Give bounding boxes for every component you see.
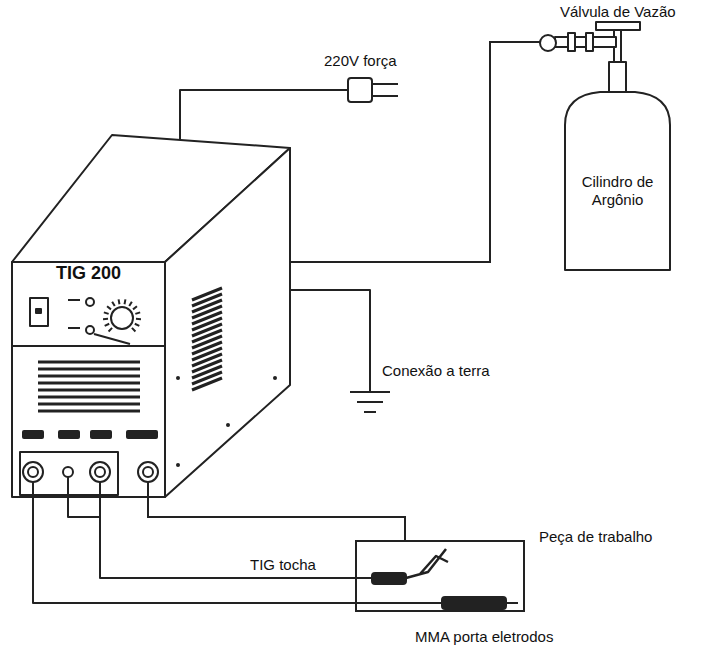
ground-symbol — [350, 392, 390, 412]
workpiece-box: Peça de trabalho — [355, 540, 525, 612]
welding-machine: TIG 200 — [12, 133, 290, 497]
vent-slot — [192, 342, 222, 354]
vent-slot — [192, 318, 222, 330]
holder-label: MMA porta eletrodos — [415, 628, 553, 646]
knob-tick — [109, 328, 113, 332]
socket — [23, 462, 43, 482]
plug-prongs — [372, 84, 398, 96]
knob-ticks — [103, 299, 141, 331]
ground-cable — [148, 497, 405, 540]
mma-electrode — [506, 602, 518, 604]
panel-divider — [12, 345, 165, 347]
torch-label: TIG tocha — [250, 556, 316, 574]
vent-slot — [192, 336, 222, 348]
tig-cable — [100, 482, 372, 578]
tig-torch-head — [406, 549, 448, 578]
ground-cable-stub — [147, 482, 149, 497]
socket — [63, 467, 73, 477]
panel-icons — [22, 376, 277, 467]
vent-slot — [38, 382, 140, 385]
valve-nut — [586, 33, 593, 51]
meter-mark — [36, 309, 41, 313]
vent-slot — [192, 330, 222, 342]
knob-tick — [107, 306, 111, 309]
current-knob — [111, 307, 133, 329]
knob-tick — [103, 318, 108, 320]
node-text: TIG 200 — [12, 263, 165, 285]
socket — [90, 462, 110, 482]
vent-slot — [192, 372, 222, 384]
vent-slot — [38, 368, 140, 371]
knob-tick — [112, 302, 115, 306]
switch — [86, 326, 94, 334]
vent-slot — [38, 403, 140, 406]
vent-slot — [38, 389, 140, 392]
power-label: 220V força — [324, 52, 397, 70]
node-text: Cilindro de Argônio — [565, 173, 670, 209]
knob-tick — [136, 318, 141, 320]
vent-slot — [38, 410, 140, 413]
vent-slot — [38, 375, 140, 378]
socket — [143, 467, 153, 477]
vent-slot — [192, 312, 222, 324]
ground-label: Conexão a terra — [382, 362, 490, 380]
machine-front — [12, 262, 165, 497]
meter — [30, 298, 48, 326]
tig-torch-handle — [372, 573, 406, 584]
knob-tick — [135, 324, 140, 326]
power-cable — [180, 90, 348, 140]
cylinder-neck — [609, 62, 626, 92]
knob-tick — [132, 328, 136, 332]
plug-body — [348, 78, 372, 102]
vent-slot — [192, 360, 222, 372]
gas-link — [68, 477, 100, 517]
vent-slot — [192, 288, 222, 300]
side-vents — [192, 288, 222, 390]
vent-slot — [192, 366, 222, 378]
knob-tick — [118, 299, 121, 304]
vent-slot — [38, 361, 140, 364]
mma-cable — [33, 482, 442, 603]
valve-label: Válvula de Vazão — [560, 3, 676, 21]
knob-tick — [124, 299, 127, 304]
vent-slot — [192, 306, 222, 318]
knob-tick — [133, 306, 137, 309]
ground-wire — [290, 290, 370, 392]
vent-slot — [192, 348, 222, 360]
argon-cylinder — [565, 92, 670, 270]
vent-slot — [38, 396, 140, 399]
knob-tick — [104, 312, 109, 313]
socket — [138, 462, 158, 482]
mma-holder — [442, 597, 506, 609]
vent-slot — [192, 378, 222, 390]
machine-side — [165, 148, 290, 497]
knob-tick — [105, 324, 110, 326]
vent-slot — [192, 324, 222, 336]
socket — [28, 467, 38, 477]
argon-cylinder: Cilindro de Argônio — [565, 95, 670, 270]
vent-slot — [192, 300, 222, 312]
switch — [86, 298, 94, 306]
vent-slot — [192, 354, 222, 366]
socket — [95, 467, 105, 477]
valve-handle — [596, 22, 640, 30]
knob-tick — [129, 302, 132, 306]
knob-tick — [135, 312, 140, 313]
valve-nut — [568, 33, 575, 51]
vent-slot — [192, 294, 222, 306]
vent-grille — [38, 362, 140, 411]
flow-valve — [540, 35, 556, 51]
node-heading: Peça de trabalho — [539, 528, 699, 546]
